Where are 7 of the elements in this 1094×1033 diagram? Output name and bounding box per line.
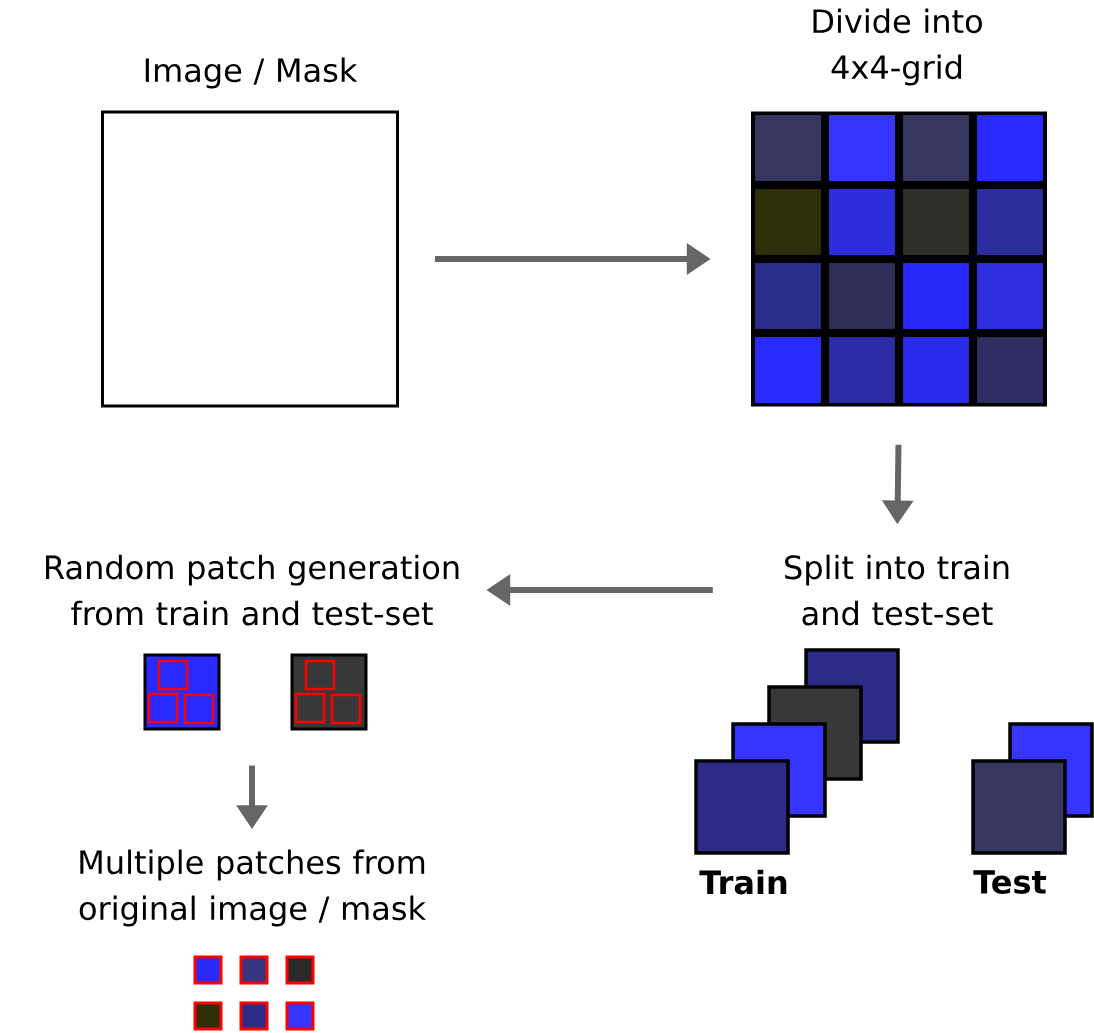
box-heading: Image / Mask [145,57,358,89]
stack-label: Test [973,870,1047,894]
stack-label: Train [699,869,787,895]
box-heading: Divide into 4x4-grid [813,8,982,86]
step-label: Random patch generation from train and test-set [46,554,459,626]
step-label: Multiple patches from original image / mask [79,849,426,927]
step-label: Split into train and test-set [785,554,1009,626]
